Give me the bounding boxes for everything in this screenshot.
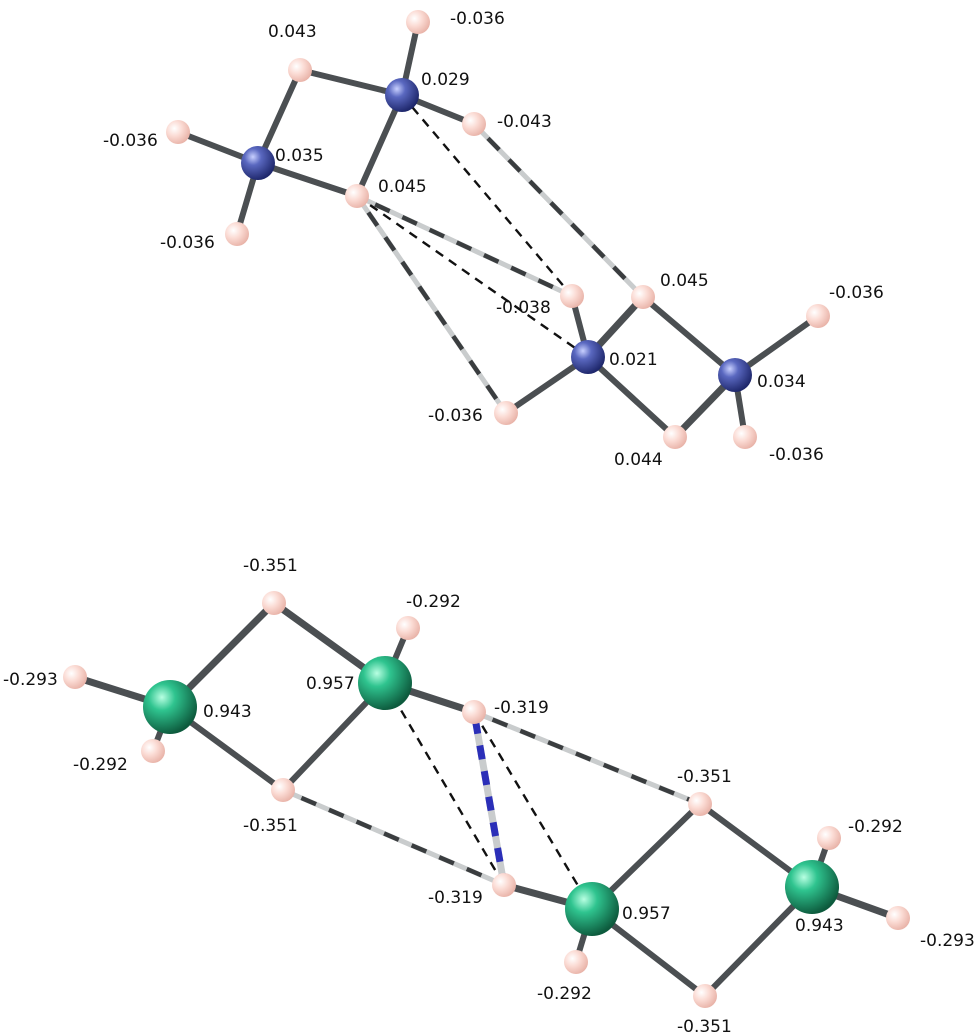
bond bbox=[255, 160, 360, 199]
charge-label: 0.943 bbox=[795, 916, 844, 936]
charge-label: -0.036 bbox=[428, 406, 483, 426]
charge-label: -0.293 bbox=[3, 670, 58, 690]
charge-label: 0.045 bbox=[660, 271, 709, 291]
metal-atom bbox=[385, 78, 419, 112]
charge-label: -0.351 bbox=[243, 556, 298, 576]
weak-bond bbox=[354, 194, 509, 415]
hydrogen-atom bbox=[262, 591, 286, 615]
charge-label: 0.034 bbox=[757, 372, 806, 392]
charge-label: 0.029 bbox=[421, 70, 470, 90]
hydrogen-atom bbox=[63, 665, 87, 689]
charge-label: 0.045 bbox=[378, 177, 427, 197]
hydrogen-atom bbox=[345, 184, 369, 208]
charge-label: -0.036 bbox=[103, 131, 158, 151]
charge-label: 0.035 bbox=[275, 146, 324, 166]
hydrogen-atom bbox=[806, 304, 830, 328]
metal-atom bbox=[785, 860, 839, 914]
hydrogen-atom bbox=[560, 284, 584, 308]
charge-label: -0.043 bbox=[497, 112, 552, 132]
charge-label: -0.351 bbox=[243, 816, 298, 836]
charge-label: 0.044 bbox=[614, 450, 663, 470]
charge-label: -0.292 bbox=[73, 755, 128, 775]
hydrogen-atom bbox=[688, 792, 712, 816]
weak-bond bbox=[355, 193, 574, 299]
hydrogen-atom bbox=[733, 425, 757, 449]
hydrogen-atom bbox=[494, 401, 518, 425]
hydrogen-atom bbox=[462, 700, 486, 724]
bond bbox=[354, 92, 405, 199]
atom-layer bbox=[63, 10, 910, 1008]
hydrogen-atom bbox=[564, 950, 588, 974]
striped-bond bbox=[470, 711, 508, 886]
metal-atom bbox=[143, 680, 197, 734]
label-layer: 0.043 0.029 -0.036 -0.043 0.035 -0.036 -0.036 0… bbox=[3, 9, 975, 1036]
bond bbox=[585, 354, 678, 440]
hydrogen-atom bbox=[271, 778, 295, 802]
charge-label: -0.292 bbox=[848, 817, 903, 837]
charge-label: -0.351 bbox=[677, 767, 732, 787]
charge-label: 0.943 bbox=[203, 702, 252, 722]
hydrogen-atom bbox=[141, 739, 165, 763]
bond bbox=[297, 67, 405, 98]
dashed-interaction bbox=[401, 94, 573, 297]
charge-label: 0.021 bbox=[609, 350, 658, 370]
dashed-interaction bbox=[356, 195, 589, 358]
bond bbox=[255, 67, 303, 166]
hydrogen-atom bbox=[396, 616, 420, 640]
metal-atom bbox=[571, 340, 605, 374]
hydrogen-atom bbox=[492, 873, 516, 897]
charge-label: 0.043 bbox=[268, 22, 317, 42]
metal-atom bbox=[358, 656, 412, 710]
charge-label: -0.292 bbox=[406, 592, 461, 612]
hydrogen-atom bbox=[663, 425, 687, 449]
hydrogen-atom bbox=[288, 58, 312, 82]
charge-label: -0.319 bbox=[494, 698, 549, 718]
hydrogen-atom bbox=[886, 906, 910, 930]
charge-label: -0.036 bbox=[450, 9, 505, 29]
dashed-interaction bbox=[383, 682, 506, 886]
dashed-interaction bbox=[472, 711, 594, 910]
metal-atom bbox=[241, 146, 275, 180]
hydrogen-atom bbox=[462, 112, 486, 136]
charge-label: 0.957 bbox=[306, 674, 355, 694]
charge-label: -0.351 bbox=[677, 1017, 732, 1036]
bond bbox=[640, 294, 738, 378]
charge-label: -0.036 bbox=[769, 445, 824, 465]
bond-layer bbox=[71, 19, 902, 999]
weak-bond bbox=[472, 122, 645, 299]
hydrogen-atom bbox=[166, 120, 190, 144]
charge-label: -0.319 bbox=[428, 888, 483, 908]
hydrogen-atom bbox=[406, 10, 430, 34]
hydrogen-atom bbox=[693, 984, 717, 1008]
metal-atom bbox=[718, 358, 752, 392]
metal-atom bbox=[565, 882, 619, 936]
weak-bond bbox=[473, 709, 701, 807]
charge-label: -0.292 bbox=[537, 984, 592, 1004]
hydrogen-atom bbox=[817, 826, 841, 850]
charge-label: -0.038 bbox=[496, 298, 551, 318]
charge-label: -0.036 bbox=[829, 283, 884, 303]
charge-label: 0.957 bbox=[622, 904, 671, 924]
charge-label: -0.036 bbox=[160, 233, 215, 253]
hydrogen-atom bbox=[631, 285, 655, 309]
charge-label: -0.293 bbox=[920, 931, 975, 951]
weak-bond bbox=[282, 787, 505, 888]
hydrogen-atom bbox=[225, 222, 249, 246]
